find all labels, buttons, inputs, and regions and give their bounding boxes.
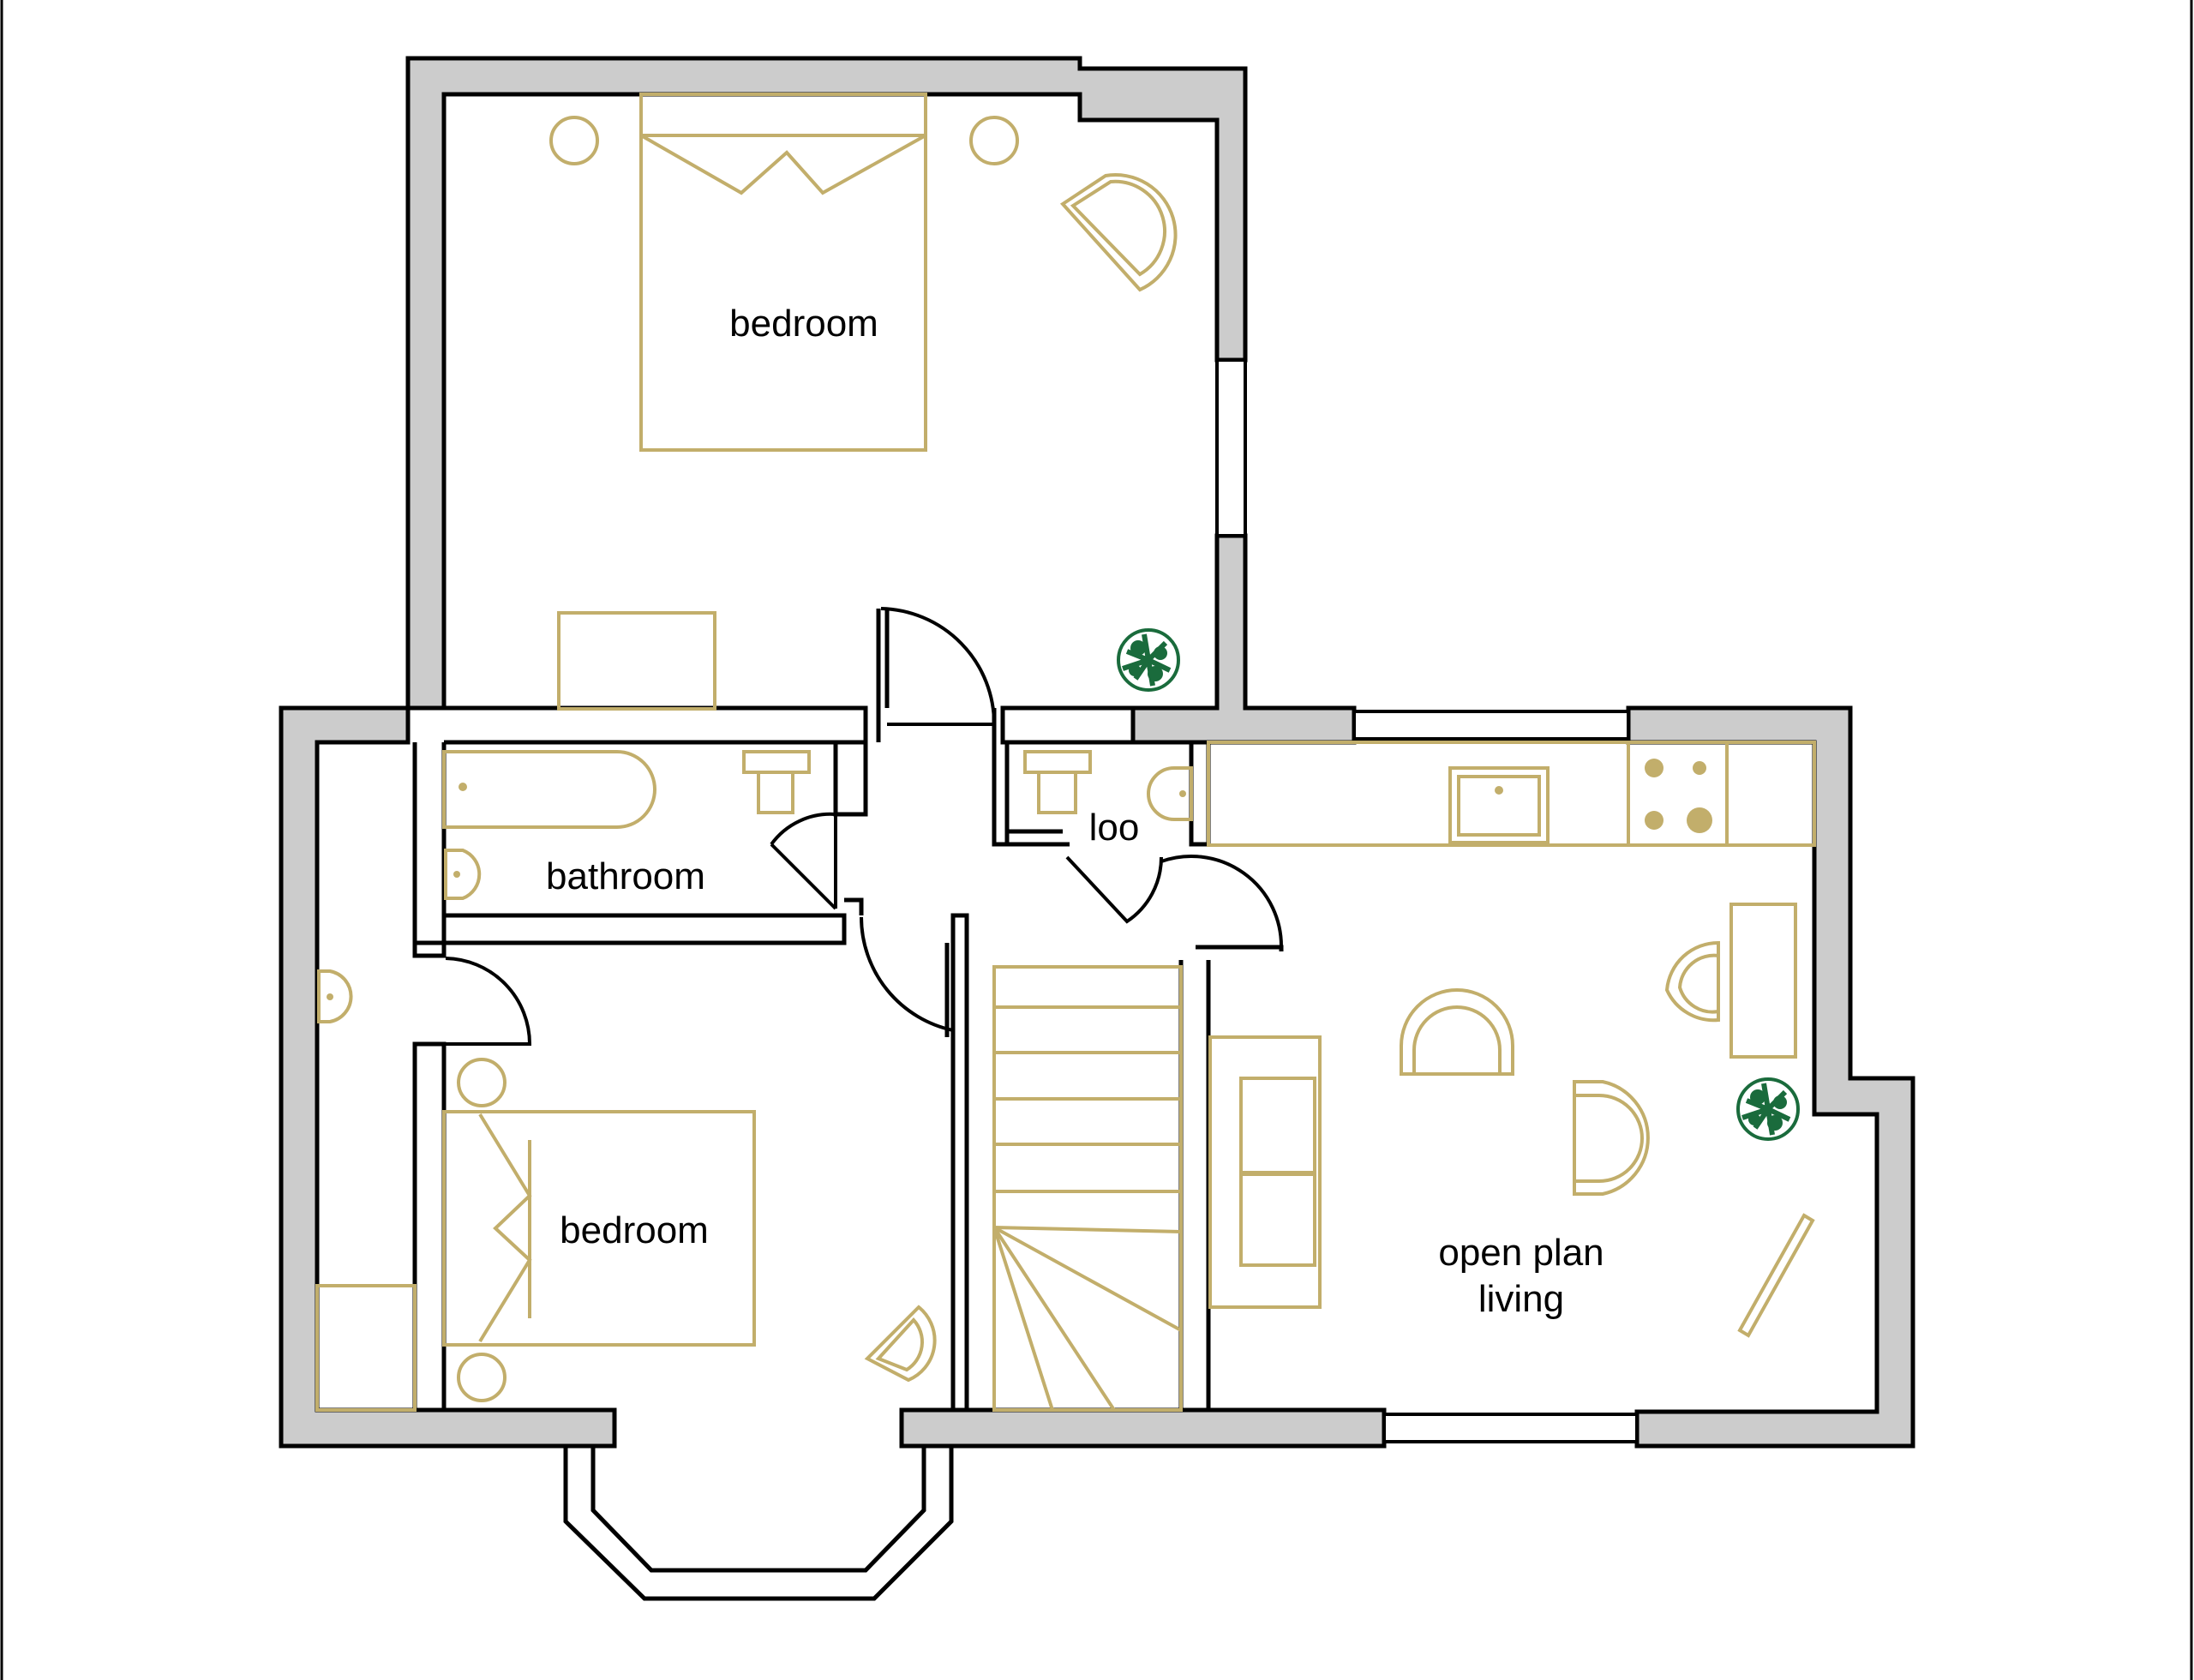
plant-icon: [1117, 628, 1180, 692]
windows: [1215, 358, 1639, 1443]
door-bathroom-leaf[interactable]: [770, 843, 837, 910]
window-living-south: [1382, 1413, 1639, 1443]
sink-icon: [1147, 766, 1193, 821]
sink-icon: [317, 969, 353, 1023]
stairs-icon: [992, 965, 1183, 1412]
room-label-open-plan-line1: open plan: [1438, 1232, 1604, 1274]
wall-bathroom-west: [412, 742, 447, 958]
wall-stair-west: [950, 913, 969, 1413]
armchair-icon-inner: [1412, 1005, 1502, 1074]
kitchen-counter-icon: [1207, 741, 1816, 847]
armchair-icon: [1059, 173, 1178, 292]
hob-icon: [1627, 741, 1729, 847]
bath-drain: [459, 783, 467, 791]
toilet-icon: [742, 750, 811, 814]
door-loo[interactable]: [1065, 855, 1164, 924]
sink-tap: [453, 871, 460, 878]
wall-loo-north: [1000, 705, 1136, 745]
wall-kitchen-north: [1626, 705, 1915, 1449]
armchair-icon: [1664, 940, 1720, 1023]
window-kitchen-north: [1352, 710, 1630, 741]
wardrobe-icon: [315, 1284, 417, 1412]
kitchen-sink-drain: [1495, 786, 1503, 795]
room-label-loo: loo: [1089, 807, 1140, 849]
sink-tap: [327, 993, 333, 1000]
furniture: [315, 93, 1816, 1412]
door-living[interactable]: [1160, 855, 1284, 949]
bedside-lamp-icon: [549, 116, 599, 165]
door-hall[interactable]: [860, 916, 955, 1033]
dining-table-icon: [1729, 903, 1797, 1059]
door-bedroom-top[interactable]: [880, 607, 997, 726]
toilet-icon: [1023, 750, 1092, 814]
wall-bathroom-east: [833, 742, 868, 817]
door-bedroom-bottom[interactable]: [445, 957, 532, 1046]
armchair-icon: [864, 1305, 937, 1383]
room-label-bathroom: bathroom: [546, 855, 705, 897]
wall-loo-east: [1189, 742, 1211, 847]
armchair-icon-inner: [1677, 953, 1719, 1014]
wall-top-bedroom-north: [405, 56, 1248, 711]
wall-loo-west: [992, 742, 1010, 847]
armchair-icon-inner: [1070, 179, 1166, 277]
plant-icon: [1736, 1077, 1800, 1141]
armchair-icon: [1400, 988, 1514, 1076]
armchair-icon-inner: [1574, 1094, 1644, 1183]
kitchen-sink-inner: [1457, 775, 1541, 837]
bath-icon: [442, 750, 656, 829]
window-bedroom-east: [1215, 358, 1247, 537]
sofa-icon: [1208, 1035, 1322, 1309]
wall-west: [279, 705, 617, 1449]
bay-window-outer: [563, 1446, 954, 1601]
wall-bathroom-north: [444, 705, 868, 745]
bedside-lamp-icon: [457, 1058, 507, 1107]
sink-tap: [1179, 790, 1186, 797]
wall-bedroom2-west: [412, 1041, 447, 1413]
bedside-lamp-icon: [457, 1353, 507, 1402]
bedside-lamp-icon: [969, 116, 1019, 165]
armchair-icon: [1573, 1080, 1650, 1196]
desk-icon: [557, 611, 716, 711]
wall-bathroom-south: [415, 913, 847, 945]
room-label-open-plan-line2: living: [1478, 1278, 1564, 1320]
tv-unit-icon: [1737, 1213, 1815, 1338]
armchair-icon-inner: [875, 1317, 924, 1372]
double-bed-icon: [442, 1110, 756, 1347]
room-label-bedroom-top: bedroom: [729, 303, 878, 345]
wall-south-middle: [899, 1407, 1387, 1449]
doors: [445, 607, 1284, 1046]
kitchen-sink-icon: [1448, 766, 1550, 844]
double-bed-icon: [639, 93, 927, 452]
door-bathroom[interactable]: [770, 812, 837, 909]
room-label-bedroom-bottom: bedroom: [560, 1209, 709, 1251]
sink-icon: [444, 849, 482, 900]
bay-window-inner: [590, 1446, 926, 1573]
wall-bathroom-south-jamb: [844, 897, 864, 915]
wall-stair-east: [1178, 960, 1211, 1413]
